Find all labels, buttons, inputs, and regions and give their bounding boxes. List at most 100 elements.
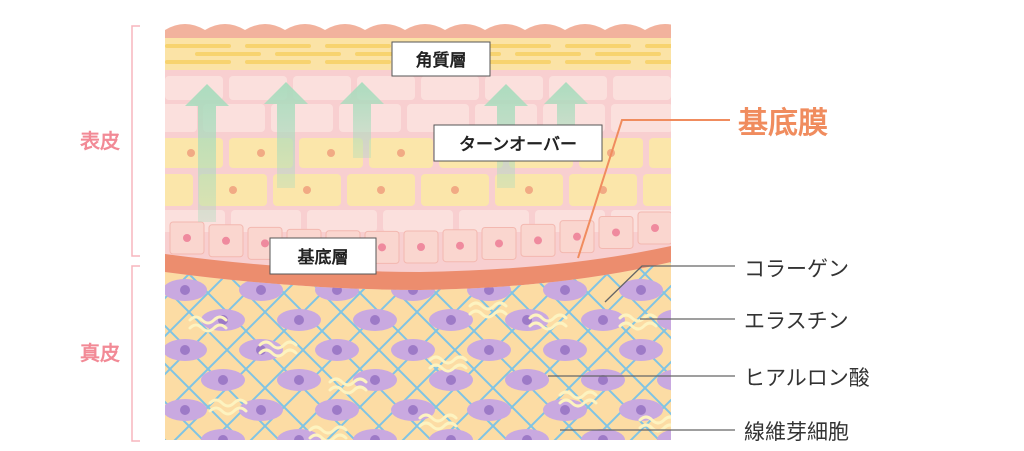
basal-layer-label-box: 基底層 xyxy=(269,237,377,275)
corneum-strand xyxy=(165,44,231,48)
skin-surface-scallop xyxy=(245,22,285,30)
fibroblast-nucleus xyxy=(598,435,608,440)
fibroblast xyxy=(505,429,549,440)
fibroblast xyxy=(657,429,671,440)
fibroblast-nucleus xyxy=(408,345,418,355)
collagen-fiber xyxy=(849,250,1024,450)
stratum-corneum-label-box: 角質層 xyxy=(391,41,491,77)
fibroblast-nucleus xyxy=(560,405,570,415)
collagen-fiber xyxy=(963,250,1024,450)
basal-nucleus xyxy=(612,228,620,237)
epidermal-cell xyxy=(293,76,351,100)
corneum-strand xyxy=(245,44,311,48)
basal-nucleus xyxy=(456,241,464,250)
fibroblast xyxy=(657,309,671,331)
turnover-label-box: ターンオーバー xyxy=(433,124,603,162)
fibroblast-nucleus xyxy=(256,285,266,295)
epidermis-label: 表皮 xyxy=(80,129,120,153)
epidermal-cell xyxy=(229,76,287,100)
dermis-bracket xyxy=(131,265,140,442)
fibroblast-nucleus xyxy=(484,345,494,355)
epidermal-cell xyxy=(203,104,265,132)
basement-membrane-callout: 基底膜 xyxy=(577,106,828,259)
elastin-fiber xyxy=(468,301,508,319)
fibroblast xyxy=(277,429,321,440)
elastin-fiber xyxy=(418,413,458,431)
basal-nucleus xyxy=(222,236,230,245)
fibroblast-nucleus xyxy=(636,405,646,415)
basement-membrane-band xyxy=(165,246,671,290)
fibroblast-nucleus xyxy=(218,375,228,385)
corneum-strand xyxy=(275,52,341,56)
elastin-fiber xyxy=(558,390,598,408)
fibroblast xyxy=(657,369,671,391)
turnover-label: ターンオーバー xyxy=(459,135,577,155)
skin-surface-scallop xyxy=(445,22,485,30)
fibroblast-nucleus xyxy=(598,315,608,325)
cell-nucleus xyxy=(377,186,385,194)
collagen-fiber xyxy=(887,250,1024,450)
collagen-fiber xyxy=(925,250,1024,450)
fibroblast-nucleus xyxy=(180,285,190,295)
basal-layer-label: 基底層 xyxy=(297,247,349,268)
cell-nucleus xyxy=(187,149,195,157)
elastin-fibers xyxy=(188,301,671,440)
elastin-fiber xyxy=(428,355,468,373)
elastin-fiber xyxy=(328,377,368,395)
fibroblast xyxy=(581,429,625,440)
basal-nucleus xyxy=(651,224,659,232)
fibroblast-nucleus xyxy=(674,435,684,445)
elastin-fiber xyxy=(208,398,248,416)
epidermal-cell xyxy=(677,76,735,100)
epidermis-bracket xyxy=(131,25,140,257)
skin-surface-scallop xyxy=(165,22,205,30)
fibroblast-nucleus xyxy=(218,435,228,440)
epidermal-cell xyxy=(421,76,479,100)
fibroblast-nucleus xyxy=(674,315,684,325)
corneum-strand xyxy=(515,52,581,56)
basement-membrane-label: 基底膜 xyxy=(738,106,828,141)
corneum-strand xyxy=(645,44,671,48)
epidermal-cell xyxy=(611,104,671,132)
dermis-layer xyxy=(165,250,1024,450)
skin-surface-scallop xyxy=(605,22,645,30)
skin-surface-scallop xyxy=(645,22,671,30)
fibroblast-nucleus xyxy=(370,435,380,440)
fibroblast-nucleus xyxy=(408,405,418,415)
corneum-strand xyxy=(485,60,551,64)
hyaluronic-acid-callout: ヒアルロン酸 xyxy=(548,366,870,390)
epidermal-cell xyxy=(613,76,671,100)
corneum-strand xyxy=(645,60,671,64)
fibroblast-nucleus xyxy=(332,405,342,415)
elastin-fiber xyxy=(528,313,568,331)
corneum-strand xyxy=(595,52,661,56)
elastin-callout: エラスチン xyxy=(640,309,849,333)
corneum-strand xyxy=(675,52,741,56)
fibroblast-nucleus xyxy=(484,405,494,415)
collagen-fiber xyxy=(1001,250,1024,450)
collagen-fiber xyxy=(165,262,252,440)
cell-nucleus xyxy=(451,186,459,194)
fibroblast xyxy=(353,429,397,440)
fibroblast-nucleus xyxy=(294,315,304,325)
corneum-strand xyxy=(325,44,391,48)
collagen-fiber xyxy=(430,262,632,440)
collagen-fiber xyxy=(925,250,1024,450)
elastin-fiber xyxy=(188,315,228,333)
epidermal-cell xyxy=(459,210,529,232)
collagen-label: コラーゲン xyxy=(744,257,849,281)
cell-nucleus xyxy=(677,149,685,157)
skin-surface-scallop xyxy=(365,22,405,30)
basal-nucleus xyxy=(495,239,503,248)
elastin-label: エラスチン xyxy=(744,309,849,333)
fibroblast-nucleus xyxy=(294,375,304,385)
fibroblast-nucleus xyxy=(522,435,532,440)
corneum-strand xyxy=(325,60,391,64)
corneum-strand xyxy=(165,60,231,64)
fibroblast-nucleus xyxy=(446,435,456,440)
skin-surface-scallop xyxy=(205,22,245,30)
turnover-arrow xyxy=(544,82,588,158)
turnover-arrow xyxy=(264,82,308,188)
skin-cross-section xyxy=(165,22,1024,450)
skin-surface-scallop xyxy=(565,22,605,30)
